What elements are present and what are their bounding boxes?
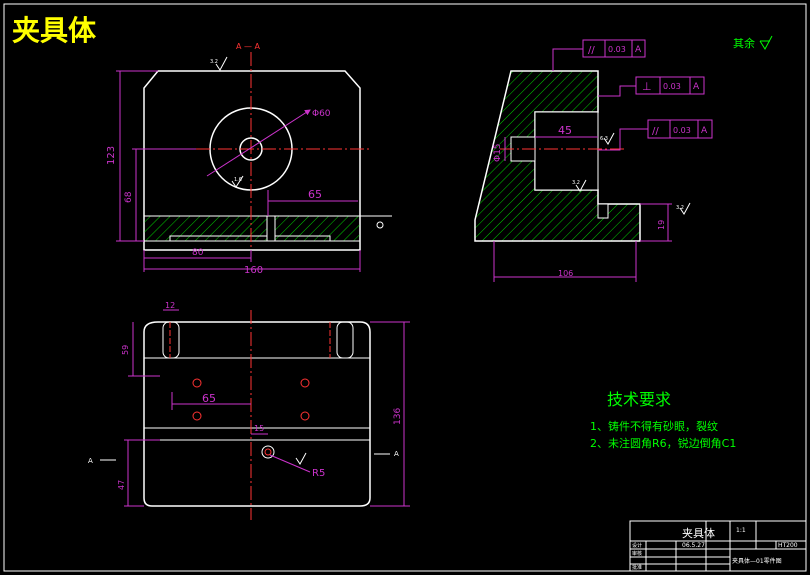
dim-r5: R5 bbox=[312, 468, 325, 479]
roughness-3: 6.3 bbox=[600, 136, 608, 142]
drawing-title: 夹具体 bbox=[12, 14, 97, 47]
tech-requirements: 技术要求 1、铸件不得有砂眼，裂纹 2、未注圆角R6，锐边倒角C1 bbox=[590, 390, 736, 450]
tolerance-frame-3: // 0.03 A bbox=[598, 119, 713, 151]
dim-65-top: 65 bbox=[202, 392, 216, 405]
dim-106: 106 bbox=[558, 269, 573, 278]
front-view: A — A Φ60 123 68 65 80 bbox=[106, 42, 392, 276]
tb-approver: 批准 bbox=[632, 564, 642, 571]
side-view: 45 Φ15 19 106 // 0.03 A ⊥ 0.03 bbox=[474, 39, 713, 282]
tb-designer: 设计 bbox=[632, 542, 642, 549]
svg-text:⊥: ⊥ bbox=[642, 80, 652, 93]
svg-text:A: A bbox=[635, 45, 642, 55]
base-hatch bbox=[143, 215, 361, 242]
top-view: 12 59 65 136 15 R5 47 A A bbox=[88, 301, 410, 520]
roughness-6 bbox=[759, 35, 773, 50]
dim-68: 68 bbox=[124, 191, 134, 203]
dim-19: 19 bbox=[657, 220, 666, 230]
roughness-4: 3.2 bbox=[572, 180, 580, 186]
roughness-1: 3.2 bbox=[210, 59, 218, 65]
dim-160: 160 bbox=[244, 265, 263, 276]
surface-other-note: 其余 bbox=[733, 36, 755, 50]
tb-date: 06.5.27 bbox=[682, 542, 705, 549]
dim-136: 136 bbox=[393, 408, 403, 425]
svg-text:A: A bbox=[701, 126, 708, 136]
dim-59: 59 bbox=[121, 345, 130, 355]
tech-line-2: 2、未注圆角R6，锐边倒角C1 bbox=[590, 436, 736, 450]
section-label: A — A bbox=[236, 42, 261, 51]
tb-scale: 1:1 bbox=[736, 527, 746, 534]
svg-text://: // bbox=[652, 126, 659, 137]
tb-drawing-no: 夹具体—01零件图 bbox=[732, 557, 782, 565]
drawing-frame bbox=[3, 3, 807, 572]
dim-phi60: Φ60 bbox=[312, 109, 331, 119]
svg-text:0.03: 0.03 bbox=[663, 82, 681, 91]
section-marker-left: A bbox=[88, 457, 93, 465]
tech-heading: 技术要求 bbox=[607, 390, 671, 409]
title-block: 夹具体 1:1 06.5.27 HT200 设计 审核 批准 夹具体—01零件图 bbox=[629, 520, 807, 572]
dim-12: 12 bbox=[165, 301, 175, 310]
svg-text://: // bbox=[588, 45, 595, 56]
tolerance-frame-1: // 0.03 A bbox=[552, 39, 646, 71]
tb-checker: 审核 bbox=[632, 550, 642, 557]
roughness-2: 1.6 bbox=[234, 177, 242, 183]
dim-15: 15 bbox=[254, 424, 264, 433]
dim-123: 123 bbox=[106, 146, 117, 165]
dim-80: 80 bbox=[192, 248, 204, 258]
svg-text:A: A bbox=[693, 82, 700, 92]
tb-name: 夹具体 bbox=[682, 526, 715, 540]
dim-65-front: 65 bbox=[308, 188, 322, 201]
svg-text:0.03: 0.03 bbox=[673, 126, 691, 135]
svg-text:0.03: 0.03 bbox=[608, 45, 626, 54]
section-marker-right: A bbox=[394, 450, 399, 458]
dim-phi15: Φ15 bbox=[493, 143, 503, 162]
dim-47: 47 bbox=[117, 480, 126, 490]
roughness-5: 3.2 bbox=[676, 205, 684, 211]
tech-line-1: 1、铸件不得有砂眼，裂纹 bbox=[590, 419, 718, 433]
tolerance-frame-2: ⊥ 0.03 A bbox=[598, 76, 705, 97]
tb-material: HT200 bbox=[778, 542, 798, 549]
dim-45: 45 bbox=[558, 124, 572, 137]
